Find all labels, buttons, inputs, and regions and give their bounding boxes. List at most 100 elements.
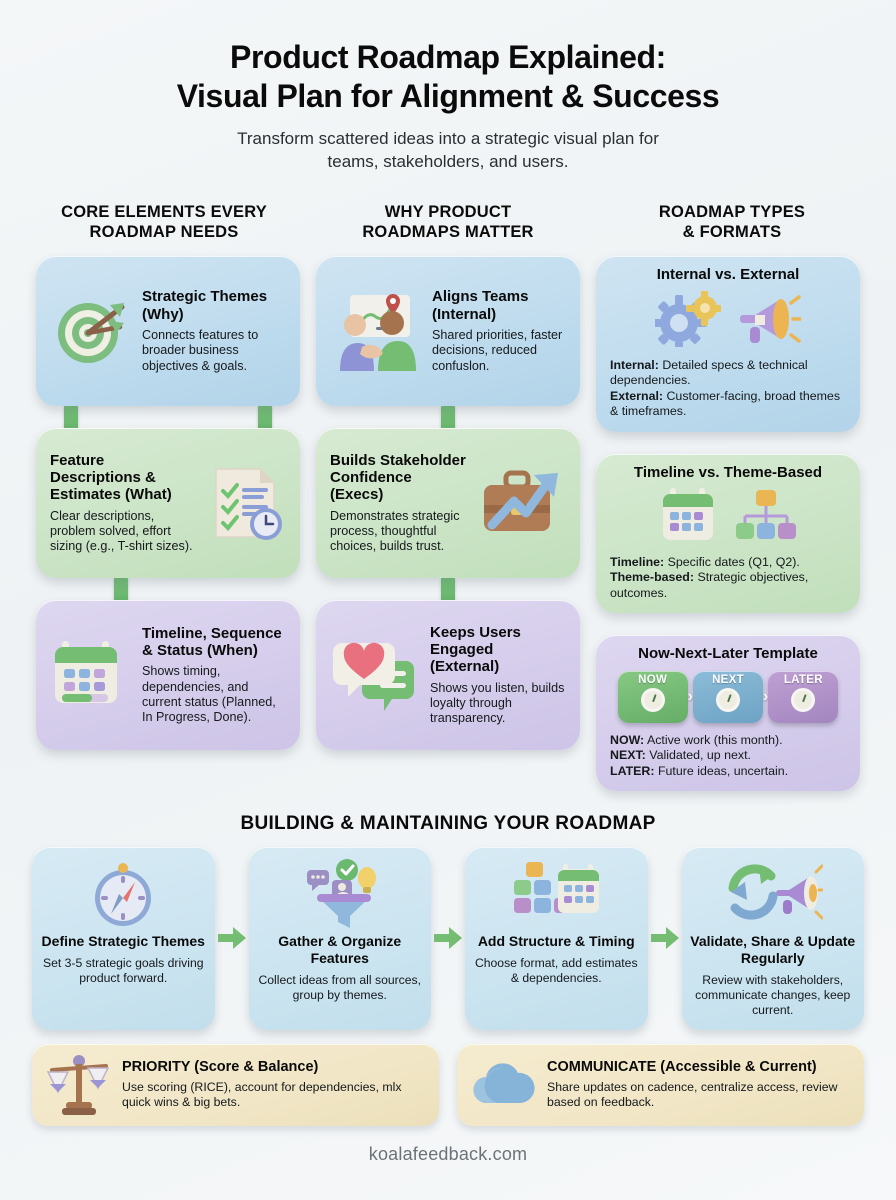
cloud-icon bbox=[471, 1059, 537, 1111]
card-text: Aligns Teams (Internal) Shared prioritie… bbox=[432, 288, 566, 374]
page-header: Product Roadmap Explained: Visual Plan f… bbox=[0, 0, 896, 174]
pill-next[interactable]: NEXT bbox=[693, 670, 763, 723]
column-heading-line-1: ROADMAP TYPES bbox=[658, 202, 806, 221]
card-line: Internal: Detailed specs & technical dep… bbox=[610, 358, 846, 389]
card-line-text: Customer-facing, broad themes & timefram… bbox=[610, 388, 841, 419]
card-line-label: NOW: bbox=[610, 732, 645, 747]
card-description: Internal: Detailed specs & technical dep… bbox=[610, 358, 846, 420]
card-internal-vs-external[interactable]: Internal vs. External bbox=[596, 256, 860, 432]
card-description: Clear descriptions, problem solved, effo… bbox=[50, 508, 193, 554]
card-aligns-teams[interactable]: Aligns Teams (Internal) Shared prioritie… bbox=[316, 256, 580, 407]
card-title: Keeps Users Engaged (External) bbox=[430, 623, 521, 676]
column-headings: CORE ELEMENTS EVERY ROADMAP NEEDS WHY PR… bbox=[0, 202, 896, 242]
card-line-label: NEXT: bbox=[610, 748, 646, 763]
column-heading-line-2: ROADMAPS MATTER bbox=[362, 223, 534, 242]
card-line-label: LATER: bbox=[610, 763, 655, 778]
card-icon-row bbox=[610, 485, 846, 547]
card-title: Aligns Teams (Internal) bbox=[432, 288, 529, 323]
card-line-text: Detailed specs & technical dependencies. bbox=[610, 357, 808, 388]
card-line-label: Theme-based: bbox=[610, 570, 694, 585]
card-feature-descriptions[interactable]: Feature Descriptions & Estimates (What) … bbox=[36, 428, 300, 579]
card-line: External: Customer-facing, broad themes … bbox=[610, 389, 846, 420]
column-heading-line-1: CORE ELEMENTS EVERY bbox=[61, 202, 267, 221]
card-line: LATER: Future ideas, uncertain. bbox=[610, 764, 846, 780]
footer-box-description: Share updates on cadence, centralize acc… bbox=[547, 1079, 838, 1109]
column-heading-line-2: ROADMAP NEEDS bbox=[89, 223, 239, 242]
process-step-title: Define Strategic Themes bbox=[41, 933, 205, 950]
megaphone-icon bbox=[740, 294, 801, 343]
footer-box-title: PRIORITY (Score & Balance) bbox=[122, 1059, 319, 1076]
card-description: Shows you listen, builds loyalty through… bbox=[430, 680, 565, 726]
card-strategic-themes[interactable]: Strategic Themes (Why) Connects features… bbox=[36, 256, 300, 407]
card-description: Timeline: Specific dates (Q1, Q2). Theme… bbox=[610, 555, 846, 602]
footer-box-text: COMMUNICATE (Accessible & Current) Share… bbox=[547, 1059, 850, 1109]
process-step-define-themes[interactable]: Define Strategic Themes Set 3-5 strategi… bbox=[32, 847, 215, 1030]
card-line-label: Timeline: bbox=[610, 554, 665, 569]
card-builds-stakeholder-confidence[interactable]: Builds Stakeholder Confidence (Execs) De… bbox=[316, 428, 580, 579]
card-title: Builds Stakeholder Confidence (Execs) bbox=[330, 451, 466, 504]
blocks-calendar-icon bbox=[510, 857, 602, 931]
pill-now[interactable]: NOW bbox=[617, 670, 688, 723]
clock-icon bbox=[791, 687, 816, 712]
column-heading-line-1: WHY PRODUCT bbox=[384, 202, 512, 221]
pill-later[interactable]: LATER bbox=[768, 670, 839, 723]
pill-label: LATER bbox=[783, 673, 823, 686]
connector-bar bbox=[114, 573, 128, 608]
card-keeps-users-engaged[interactable]: Keeps Users Engaged (External) Shows you… bbox=[316, 600, 580, 751]
process-step-description: Review with stakeholders, communicate ch… bbox=[695, 972, 851, 1017]
card-line-label: External: bbox=[610, 388, 664, 403]
site-url: koalafeedback.com bbox=[368, 1143, 528, 1164]
clock-icon bbox=[640, 687, 665, 712]
card-title: Internal vs. External bbox=[656, 266, 800, 284]
card-description: NOW: Active work (this month). NEXT: Val… bbox=[610, 733, 846, 780]
page-subtitle: Transform scattered ideas into a strateg… bbox=[0, 128, 896, 174]
process-step-description: Choose format, add estimates & dependenc… bbox=[474, 956, 638, 986]
connector-bar bbox=[441, 401, 455, 436]
card-line-text: Active work (this month). bbox=[644, 732, 783, 747]
card-title: Timeline, Sequence & Status (When) bbox=[142, 624, 282, 659]
refresh-megaphone-icon bbox=[723, 857, 823, 931]
card-title: Now-Next-Later Template bbox=[638, 645, 818, 663]
process-step-description: Collect ideas from all sources, group by… bbox=[258, 972, 422, 1002]
process-step-title: Validate, Share & Update Regularly bbox=[690, 933, 856, 967]
footer-box-text: PRIORITY (Score & Balance) Use scoring (… bbox=[122, 1059, 425, 1109]
column-heading-roadmap-types: ROADMAP TYPES & FORMATS bbox=[590, 202, 874, 242]
chevron-right-icon: › bbox=[763, 687, 769, 705]
hierarchy-tree-icon bbox=[736, 489, 796, 539]
process-step-gather-features[interactable]: Gather & Organize Features Collect ideas… bbox=[248, 847, 431, 1030]
card-timeline-vs-theme[interactable]: Timeline vs. Theme-Based bbox=[596, 453, 860, 614]
card-line: NEXT: Validated, up next. bbox=[610, 748, 846, 764]
card-now-next-later[interactable]: Now-Next-Later Template NOW › NEXT › LAT… bbox=[596, 635, 860, 792]
process-step-validate-share[interactable]: Validate, Share & Update Regularly Revie… bbox=[681, 847, 864, 1030]
card-title: Feature Descriptions & Estimates (What) bbox=[50, 451, 172, 504]
footer-box-priority[interactable]: PRIORITY (Score & Balance) Use scoring (… bbox=[32, 1043, 439, 1126]
footer-box-communicate[interactable]: COMMUNICATE (Accessible & Current) Share… bbox=[457, 1043, 864, 1126]
arrow-right-icon bbox=[431, 847, 465, 1029]
card-text: Builds Stakeholder Confidence (Execs) De… bbox=[330, 452, 466, 555]
process-step-title: Add Structure & Timing bbox=[477, 933, 635, 950]
footer-boxes: PRIORITY (Score & Balance) Use scoring (… bbox=[0, 1030, 896, 1126]
card-text: Timeline, Sequence & Status (When) Shows… bbox=[142, 625, 286, 726]
compass-icon bbox=[87, 857, 159, 931]
card-line: Theme-based: Strategic objectives, outco… bbox=[610, 570, 846, 601]
card-text: Feature Descriptions & Estimates (What) … bbox=[50, 452, 198, 555]
process-step-title: Gather & Organize Features bbox=[278, 933, 402, 967]
calendar-progress-icon bbox=[50, 635, 134, 715]
card-line-text: Future ideas, uncertain. bbox=[654, 763, 789, 778]
connector-bar bbox=[441, 573, 455, 608]
connector-bar bbox=[258, 401, 272, 436]
column-why-roadmaps-matter: Aligns Teams (Internal) Shared prioritie… bbox=[316, 256, 580, 791]
pill-label: NOW bbox=[638, 673, 668, 686]
process-step-description: Set 3-5 strategic goals driving product … bbox=[42, 956, 204, 986]
process-step-add-structure[interactable]: Add Structure & Timing Choose format, ad… bbox=[465, 847, 648, 1030]
card-line-text: Specific dates (Q1, Q2). bbox=[664, 554, 800, 569]
card-line-text: Strategic objectives, outcomes. bbox=[610, 570, 809, 600]
clock-icon bbox=[716, 687, 740, 712]
card-text: Keeps Users Engaged (External) Shows you… bbox=[430, 624, 566, 727]
footer-box-title: COMMUNICATE (Accessible & Current) bbox=[547, 1059, 817, 1076]
page-subtitle-line-2: teams, stakeholders, and users. bbox=[327, 152, 569, 171]
column-heading-line-2: & FORMATS bbox=[682, 223, 782, 242]
card-timeline-sequence-status[interactable]: Timeline, Sequence & Status (When) Shows… bbox=[36, 600, 300, 751]
funnel-ideas-icon bbox=[299, 857, 381, 931]
